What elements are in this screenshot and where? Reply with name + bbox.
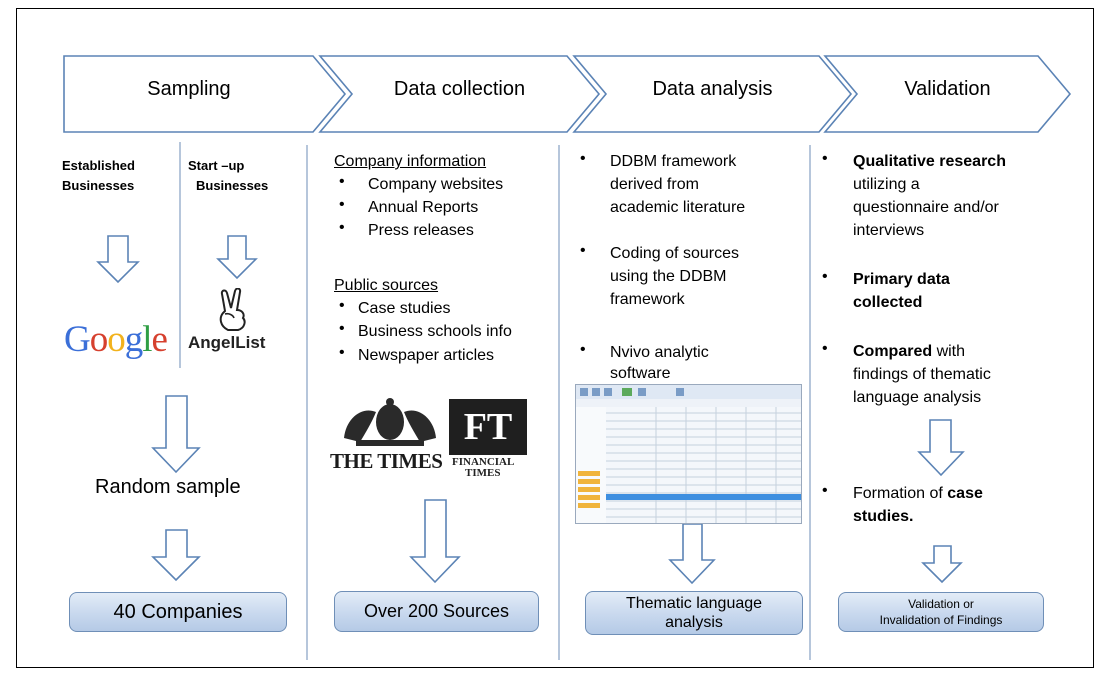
result-box-validation: Validation or Invalidation of Findings bbox=[838, 592, 1044, 632]
company-item-1: Company websites bbox=[368, 176, 504, 193]
stage-label-validation: Validation bbox=[904, 78, 991, 100]
chevron-data-collection bbox=[318, 55, 601, 133]
result-box-sources-text: Over 200 Sources bbox=[363, 601, 510, 621]
bullet: • bbox=[580, 150, 586, 167]
validation-item-1-bold: Qualitative research bbox=[853, 153, 1006, 170]
chevron-data-analysis bbox=[572, 55, 853, 133]
bullet: • bbox=[580, 242, 586, 259]
validation-item-2-line1: Primary data bbox=[853, 271, 950, 288]
analysis-item-1-line3: academic literature bbox=[610, 199, 746, 216]
public-item-2: Business schools info bbox=[358, 323, 512, 340]
down-arrow-icon bbox=[668, 523, 716, 585]
times-crest-icon bbox=[344, 398, 436, 446]
validation-item-3-line1: Compared with bbox=[853, 340, 965, 363]
result-box-companies: 40 Companies bbox=[69, 592, 287, 632]
stage-label-data-analysis: Data analysis bbox=[652, 78, 773, 100]
bullet: • bbox=[339, 173, 345, 190]
bullet: • bbox=[822, 482, 828, 499]
bullet: • bbox=[339, 196, 345, 213]
ft-subtitle-line1: FINANCIAL bbox=[452, 456, 515, 468]
analysis-item-3-line2: software bbox=[610, 365, 671, 382]
random-sample-label: Random sample bbox=[95, 476, 241, 498]
validation-item-2-line2: collected bbox=[853, 294, 923, 311]
ft-logo-text: FT bbox=[463, 406, 513, 448]
bullet: • bbox=[580, 341, 586, 358]
public-item-1: Case studies bbox=[358, 300, 451, 317]
result-box-thematic-line1: Thematic language bbox=[625, 595, 763, 612]
company-item-2: Annual Reports bbox=[368, 199, 479, 216]
validation-item-4-bold1: case bbox=[947, 485, 983, 502]
analysis-item-1-line2: derived from bbox=[610, 176, 699, 193]
diagram-frame bbox=[16, 8, 1094, 668]
established-label-line1: Established bbox=[62, 158, 135, 173]
angellist-hand-icon bbox=[219, 288, 246, 331]
startup-label-line1: Start –up bbox=[188, 158, 245, 173]
validation-item-4-prefix: Formation of bbox=[853, 485, 948, 502]
down-arrow-icon bbox=[216, 235, 258, 280]
chevron-validation bbox=[823, 55, 1072, 133]
result-box-sources: Over 200 Sources bbox=[334, 591, 539, 632]
analysis-item-3-line1: Nvivo analytic bbox=[610, 344, 709, 361]
down-arrow-icon bbox=[151, 395, 201, 474]
google-logo: Google bbox=[64, 318, 168, 361]
validation-item-1-line3: questionnaire and/or bbox=[853, 199, 999, 216]
validation-item-3-line2: findings of thematic bbox=[853, 366, 991, 383]
down-arrow-icon bbox=[96, 235, 140, 284]
bullet: • bbox=[339, 219, 345, 236]
validation-item-1-line2: utilizing a bbox=[853, 176, 920, 193]
result-box-companies-text: 40 Companies bbox=[113, 600, 243, 623]
bullet: • bbox=[822, 150, 828, 167]
analysis-item-2-line2: using the DDBM bbox=[610, 268, 727, 285]
validation-item-3-bold: Compared bbox=[853, 343, 933, 360]
down-arrow-icon bbox=[917, 419, 965, 477]
chevron-sampling bbox=[63, 55, 347, 133]
validation-item-4-line1: Formation of case bbox=[853, 482, 983, 505]
validation-item-3-rest: with bbox=[932, 343, 966, 360]
validation-item-4-line2: studies. bbox=[853, 508, 914, 525]
down-arrow-icon bbox=[921, 545, 963, 584]
company-information-heading: Company information bbox=[334, 153, 487, 170]
public-item-3: Newspaper articles bbox=[358, 347, 495, 364]
startup-label-line2: Businesses bbox=[196, 178, 269, 193]
bullet: • bbox=[339, 297, 345, 314]
analysis-item-1-line1: DDBM framework bbox=[610, 153, 737, 170]
result-box-thematic: Thematic language analysis bbox=[585, 591, 803, 635]
bullet: • bbox=[339, 320, 345, 337]
stage-label-data-collection: Data collection bbox=[393, 78, 526, 100]
analysis-item-2-line3: framework bbox=[610, 291, 685, 308]
validation-item-1-line4: interviews bbox=[853, 222, 925, 239]
result-box-validation-line1: Validation or bbox=[908, 597, 974, 611]
ft-subtitle-line2: TIMES bbox=[465, 467, 501, 479]
bullet: • bbox=[339, 344, 345, 361]
angellist-logo: AngelList bbox=[188, 333, 266, 352]
google-logo-text: Google bbox=[64, 319, 168, 360]
public-sources-heading: Public sources bbox=[334, 277, 439, 294]
times-logo: THE TIMES bbox=[330, 449, 443, 473]
down-arrow-icon bbox=[151, 529, 201, 582]
stage-label-sampling: Sampling bbox=[147, 78, 231, 100]
result-box-validation-line2: Invalidation of Findings bbox=[879, 613, 1003, 627]
result-box-thematic-line2: analysis bbox=[665, 614, 723, 631]
nvivo-screenshot-image bbox=[575, 384, 802, 524]
validation-item-3-line3: language analysis bbox=[853, 389, 982, 406]
company-item-3: Press releases bbox=[368, 222, 474, 239]
down-arrow-icon bbox=[409, 499, 461, 584]
bullet: • bbox=[822, 268, 828, 285]
ft-logo: FT bbox=[449, 399, 527, 455]
established-label-line2: Businesses bbox=[62, 178, 135, 193]
bullet: • bbox=[822, 340, 828, 357]
analysis-item-2-line1: Coding of sources bbox=[610, 245, 739, 262]
